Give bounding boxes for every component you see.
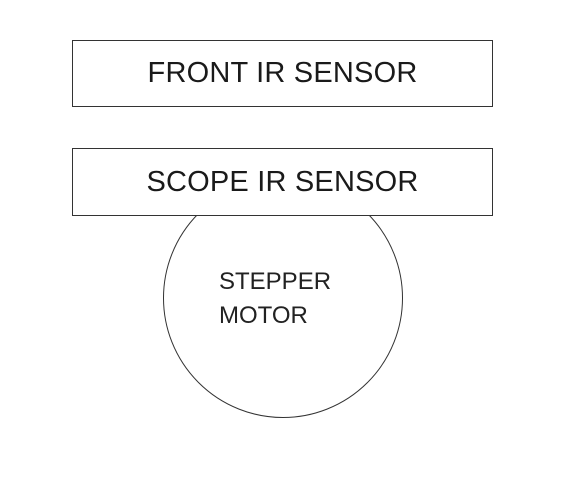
stepper-motor-label-line1: STEPPER: [219, 268, 332, 295]
front-ir-sensor-box: FRONT IR SENSOR: [72, 40, 493, 107]
scope-ir-sensor-box: SCOPE IR SENSOR: [72, 148, 493, 216]
scope-ir-sensor-label: SCOPE IR SENSOR: [146, 165, 419, 198]
front-ir-sensor-label: FRONT IR SENSOR: [147, 57, 418, 89]
stepper-motor-label: STEPPER MOTOR: [219, 265, 331, 333]
stepper-motor-circle: [163, 178, 403, 418]
stepper-motor-label-line2: MOTOR: [219, 302, 308, 329]
